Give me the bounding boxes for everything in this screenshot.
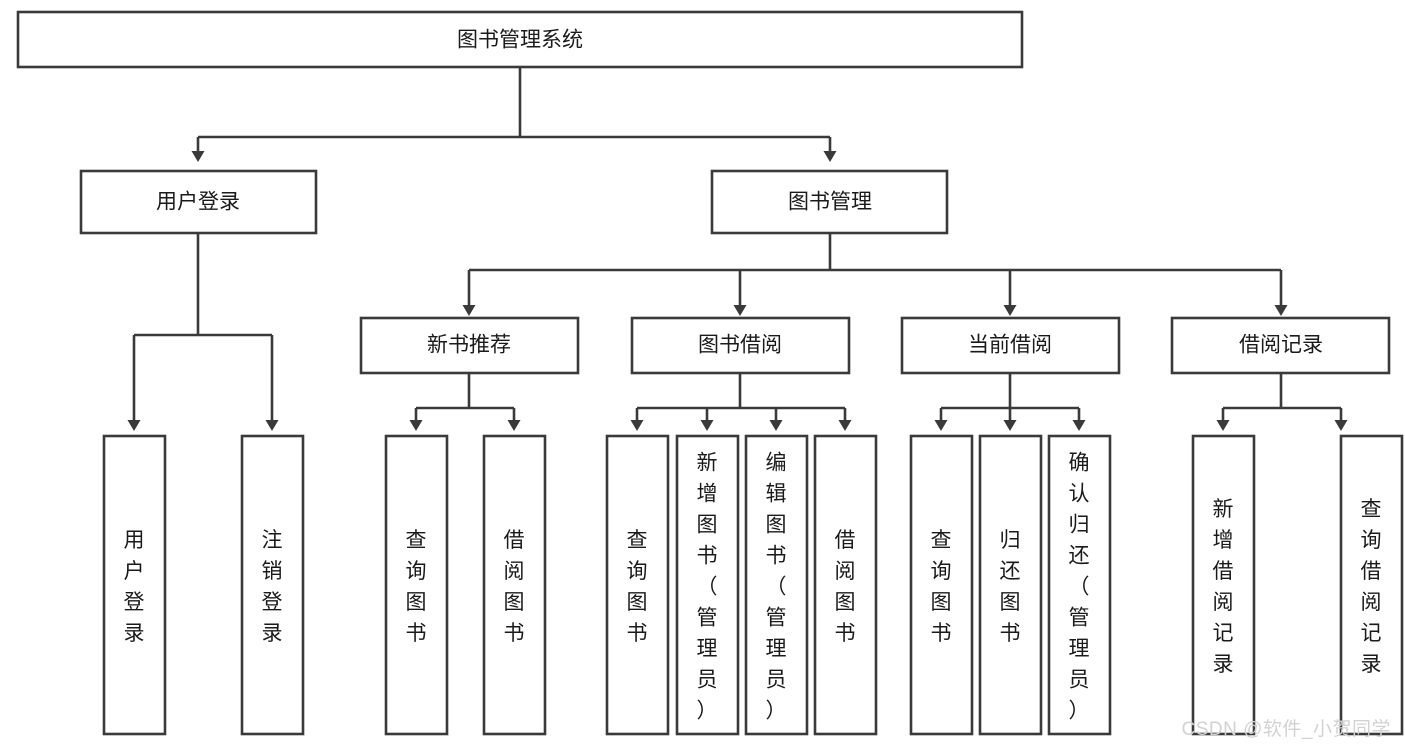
node-leaf-confirm-return-admin[interactable]: 确认归还（管理员） xyxy=(1047,434,1112,736)
node-book-borrow-label: 图书借阅 xyxy=(698,334,782,357)
node-borrow-record-label: 借阅记录 xyxy=(1239,334,1323,357)
connector-current-borrow-to-leaves xyxy=(934,373,1086,431)
connector-borrow-record-to-leaves xyxy=(1216,373,1348,431)
node-new-book-recommend[interactable]: 新书推荐 xyxy=(359,316,580,375)
node-leaf-add-borrow-record[interactable]: 新增借阅记录 xyxy=(1191,434,1256,736)
node-leaf-add-borrow-record-label: 新增借阅记录 xyxy=(1213,498,1234,676)
node-new-book-recommend-label: 新书推荐 xyxy=(427,334,511,357)
node-leaf-query-book-2-label: 查询图书 xyxy=(627,529,648,645)
node-leaf-query-borrow-record[interactable]: 查询借阅记录 xyxy=(1339,434,1404,736)
node-leaf-return-book-label: 归还图书 xyxy=(1000,529,1021,645)
node-book-management[interactable]: 图书管理 xyxy=(710,169,949,235)
node-leaf-add-book-admin[interactable]: 新增图书（管理员） xyxy=(675,434,740,736)
node-leaf-edit-book-admin-label: 编辑图书（管理员） xyxy=(766,452,787,723)
node-book-management-label: 图书管理 xyxy=(788,191,872,214)
node-leaf-logout-label: 注销登录 xyxy=(262,529,283,645)
node-book-borrow[interactable]: 图书借阅 xyxy=(630,316,851,375)
connector-new-book-to-leaves xyxy=(409,373,521,431)
node-root-system-label: 图书管理系统 xyxy=(457,29,583,52)
node-current-borrow[interactable]: 当前借阅 xyxy=(900,316,1121,375)
node-leaf-logout[interactable]: 注销登录 xyxy=(240,434,305,736)
node-leaf-query-book-1-label: 查询图书 xyxy=(406,529,427,645)
node-leaf-user-login[interactable]: 用户登录 xyxy=(102,434,167,736)
node-leaf-query-borrow-record-label: 查询借阅记录 xyxy=(1361,498,1382,676)
node-leaf-borrow-book-1-label: 借阅图书 xyxy=(504,529,525,645)
connector-root-to-level2 xyxy=(191,67,837,162)
node-leaf-borrow-book-2-label: 借阅图书 xyxy=(835,529,856,645)
node-leaf-borrow-book-1[interactable]: 借阅图书 xyxy=(482,434,547,736)
connector-user-login-to-leaves xyxy=(127,234,279,431)
connector-book-mgmt-to-level3 xyxy=(462,234,1288,316)
node-current-borrow-label: 当前借阅 xyxy=(968,334,1052,357)
node-leaf-confirm-return-admin-label: 确认归还（管理员） xyxy=(1069,452,1090,723)
node-leaf-edit-book-admin[interactable]: 编辑图书（管理员） xyxy=(744,434,809,736)
node-leaf-query-book-1[interactable]: 查询图书 xyxy=(384,434,449,736)
node-leaf-query-book-3-label: 查询图书 xyxy=(931,529,952,645)
node-leaf-user-login-label: 用户登录 xyxy=(124,529,145,645)
node-leaf-query-book-2[interactable]: 查询图书 xyxy=(605,434,670,736)
node-borrow-record[interactable]: 借阅记录 xyxy=(1170,316,1391,375)
connector-book-borrow-to-leaves xyxy=(630,373,852,431)
node-root-system[interactable]: 图书管理系统 xyxy=(16,10,1024,69)
node-leaf-return-book[interactable]: 归还图书 xyxy=(978,434,1043,736)
node-leaf-add-book-admin-label: 新增图书（管理员） xyxy=(697,452,718,723)
node-user-login-label: 用户登录 xyxy=(156,191,240,214)
node-leaf-borrow-book-2[interactable]: 借阅图书 xyxy=(813,434,878,736)
node-user-login[interactable]: 用户登录 xyxy=(79,169,318,235)
node-leaf-query-book-3[interactable]: 查询图书 xyxy=(909,434,974,736)
